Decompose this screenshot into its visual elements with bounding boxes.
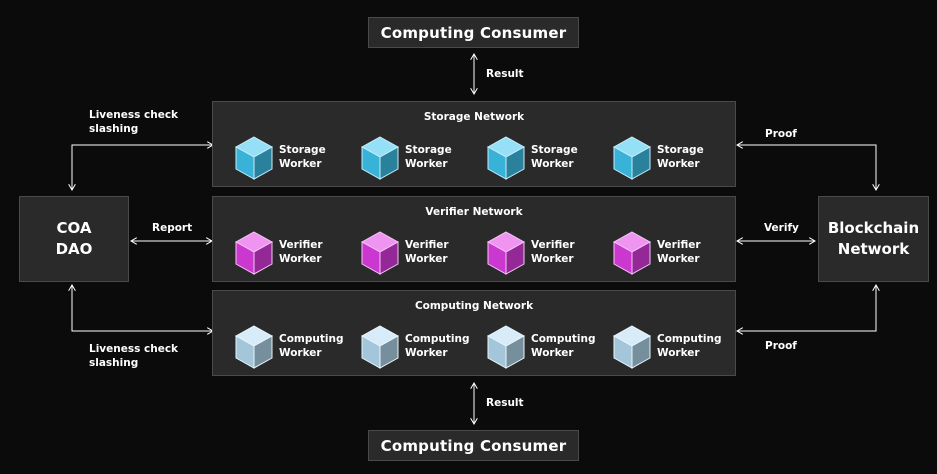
worker-label-line1: Verifier (279, 239, 323, 251)
computing-cube-icon (612, 325, 652, 369)
blockchain-line2: Network (837, 240, 910, 258)
proof-top-label: Proof (765, 128, 797, 140)
liveness-bottom-line2: slashing (89, 357, 139, 369)
report-label: Report (152, 222, 193, 234)
worker-label-line2: Worker (405, 158, 448, 170)
worker-label-line1: Storage (279, 144, 326, 156)
storage-cube-icon (486, 136, 526, 180)
worker-label-line2: Worker (405, 347, 448, 359)
worker-label-line2: Worker (531, 253, 574, 265)
proof-bottom-arrow (737, 285, 876, 331)
liveness-bottom-line1: Liveness check (89, 343, 179, 355)
verifier-cube-icon (360, 231, 400, 275)
worker-label-line1: Computing (405, 333, 470, 345)
computing-cube-icon (234, 325, 274, 369)
worker-label-line2: Worker (531, 347, 574, 359)
top-consumer-label: Computing Consumer (380, 23, 567, 42)
worker-label-line2: Worker (657, 253, 700, 265)
liveness-bottom-label: Liveness check slashing (89, 342, 178, 370)
top-consumer-box: Computing Consumer (368, 17, 579, 48)
storage-cube-icon (360, 136, 400, 180)
storage-cube-icon (612, 136, 652, 180)
worker-label-line1: Computing (531, 333, 596, 345)
worker-label-line2: Worker (279, 253, 322, 265)
bottom-consumer-box: Computing Consumer (368, 430, 579, 461)
worker-label-line1: Storage (531, 144, 578, 156)
blockchain-network-box: Blockchain Network (818, 196, 929, 282)
verifier-cube-icon (486, 231, 526, 275)
worker-label-line1: Verifier (657, 239, 701, 251)
worker-label-line1: Verifier (405, 239, 449, 251)
proof-bottom-label: Proof (765, 340, 797, 352)
worker-label-line2: Worker (405, 253, 448, 265)
worker-label-line1: Verifier (531, 239, 575, 251)
proof-top-arrow (737, 145, 876, 190)
coa-dao-line1: COA (56, 219, 92, 237)
worker-label-line2: Worker (531, 158, 574, 170)
worker-label-line1: Computing (279, 333, 344, 345)
worker-label-line2: Worker (657, 158, 700, 170)
worker-label-line2: Worker (279, 158, 322, 170)
verifier-cube-icon (612, 231, 652, 275)
computing-network-title: Computing Network (414, 300, 534, 312)
storage-network-title: Storage Network (423, 111, 525, 123)
worker-label-line1: Storage (657, 144, 704, 156)
coa-dao-line2: DAO (55, 240, 93, 258)
liveness-top-line1: Liveness check (89, 109, 179, 121)
result-bottom-label: Result (486, 397, 524, 409)
liveness-top-arrow (72, 145, 213, 190)
computing-cube-icon (486, 325, 526, 369)
result-top-label: Result (486, 68, 524, 80)
worker-label-line1: Computing (657, 333, 722, 345)
blockchain-line1: Blockchain (827, 219, 920, 237)
bottom-consumer-label: Computing Consumer (380, 436, 567, 455)
storage-cube-icon (234, 136, 274, 180)
liveness-bottom-arrow (72, 285, 213, 331)
verifier-network-title: Verifier Network (425, 206, 523, 218)
coa-dao-box: COA DAO (19, 196, 129, 282)
verifier-cube-icon (234, 231, 274, 275)
verify-label: Verify (764, 222, 799, 234)
computing-cube-icon (360, 325, 400, 369)
worker-label-line1: Storage (405, 144, 452, 156)
worker-label-line2: Worker (657, 347, 700, 359)
liveness-top-label: Liveness check slashing (89, 108, 178, 136)
worker-label-line2: Worker (279, 347, 322, 359)
liveness-top-line2: slashing (89, 123, 139, 135)
